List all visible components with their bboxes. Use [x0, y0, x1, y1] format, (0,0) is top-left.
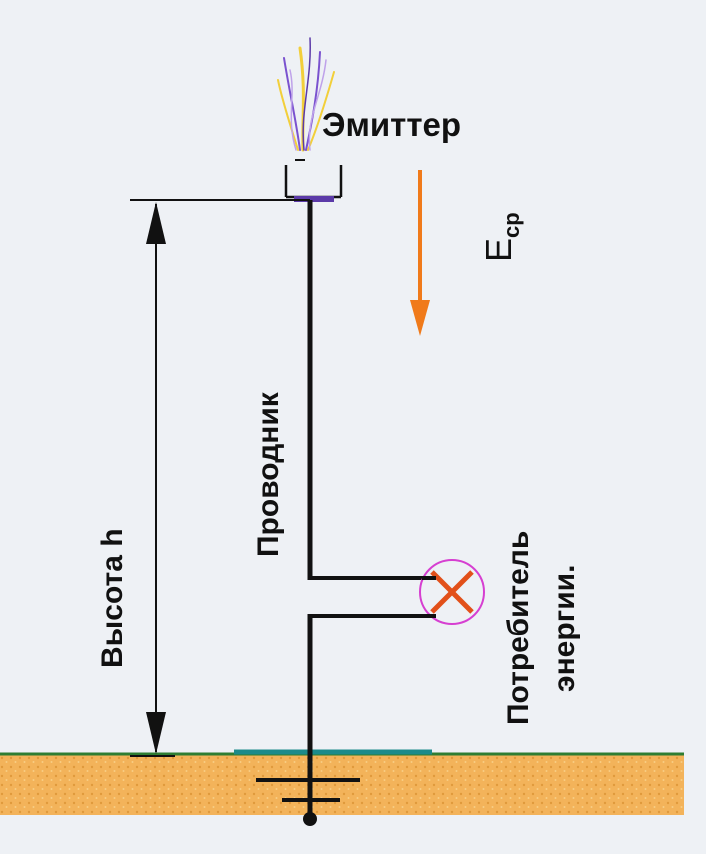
consumer-label-line2: энергии.	[548, 564, 581, 692]
field-subscript: ср	[499, 212, 525, 238]
arrow-up-icon	[146, 202, 166, 244]
field-arrow	[410, 170, 430, 336]
arrow-down-icon	[410, 300, 430, 336]
height-label: Высота h	[96, 528, 129, 668]
ground	[0, 749, 684, 815]
lamp-icon	[419, 559, 485, 625]
ground-soil	[0, 755, 684, 815]
consumer-label-line1: Потребитель	[502, 530, 535, 725]
emitter-tip	[294, 196, 334, 202]
grounding-icon	[256, 756, 360, 826]
emitter-sparks-icon	[277, 37, 335, 152]
emitter-cup	[284, 159, 343, 202]
emitter-label: Эмиттер	[322, 106, 462, 143]
field-label: Eср	[478, 212, 525, 262]
height-dimension	[130, 199, 310, 757]
conductor-label: Проводник	[252, 392, 285, 557]
arrow-down-icon	[146, 712, 166, 754]
field-symbol: E	[478, 237, 519, 262]
